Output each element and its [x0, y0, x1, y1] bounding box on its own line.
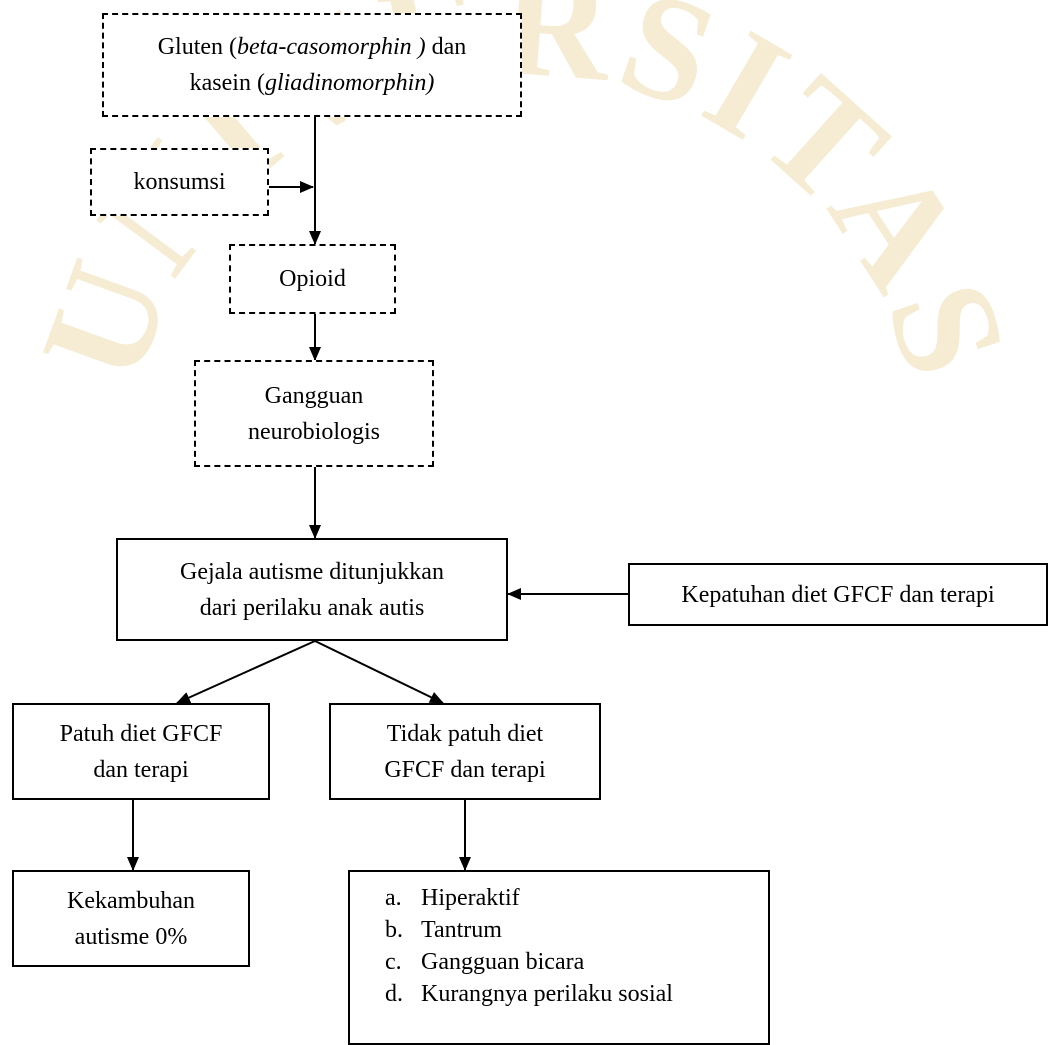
noncompliant-box: Tidak patuh diet GFCF dan terapi: [329, 703, 601, 800]
arrow-symptoms-to-compliant: [176, 640, 316, 704]
relapse-line-1: Kekambuhan: [67, 887, 195, 914]
source-line-2: kasein (gliadinomorphin): [189, 70, 435, 96]
compliant-box: Patuh diet GFCF dan terapi: [12, 703, 270, 800]
source-line-1: Gluten (beta-casomorphin ) dan: [157, 34, 467, 60]
list-item: a.Hiperaktif: [385, 885, 520, 911]
list-item: b.Tantrum: [385, 917, 502, 943]
opioid-label: Opioid: [279, 266, 346, 292]
noncompliant-line-1: Tidak patuh diet: [386, 720, 544, 747]
symptoms-line-2: dari perilaku anak autis: [199, 594, 425, 621]
source-box: Gluten (beta-casomorphin ) dan kasein (g…: [102, 13, 522, 117]
disorder-line-2: neurobiologis: [248, 418, 380, 445]
list-item: c.Gangguan bicara: [385, 949, 585, 975]
disorder-box: Gangguan neurobiologis: [194, 360, 434, 467]
compliance-box: Kepatuhan diet GFCF dan terapi: [628, 563, 1048, 626]
compliance-label: Kepatuhan diet GFCF dan terapi: [681, 581, 995, 608]
noncompliant-line-2: GFCF dan terapi: [384, 756, 546, 783]
effects-list: a.Hiperaktif b.Tantrum c.Gangguan bicara…: [385, 882, 673, 1010]
list-item: d.Kurangnya perilaku sosial: [385, 981, 673, 1007]
effects-box: a.Hiperaktif b.Tantrum c.Gangguan bicara…: [348, 870, 770, 1045]
relapse-line-2: autisme 0%: [74, 923, 188, 950]
symptoms-box: Gejala autisme ditunjukkan dari perilaku…: [116, 538, 508, 641]
disorder-line-1: Gangguan: [264, 382, 364, 409]
consumption-label: konsumsi: [133, 169, 226, 195]
consumption-box: konsumsi: [90, 148, 269, 216]
opioid-box: Opioid: [229, 244, 396, 314]
arrow-symptoms-to-noncompliant: [314, 640, 444, 704]
compliant-line-2: dan terapi: [93, 756, 189, 783]
relapse-box: Kekambuhan autisme 0%: [12, 870, 250, 967]
symptoms-line-1: Gejala autisme ditunjukkan: [180, 558, 444, 585]
compliant-line-1: Patuh diet GFCF: [59, 720, 223, 747]
